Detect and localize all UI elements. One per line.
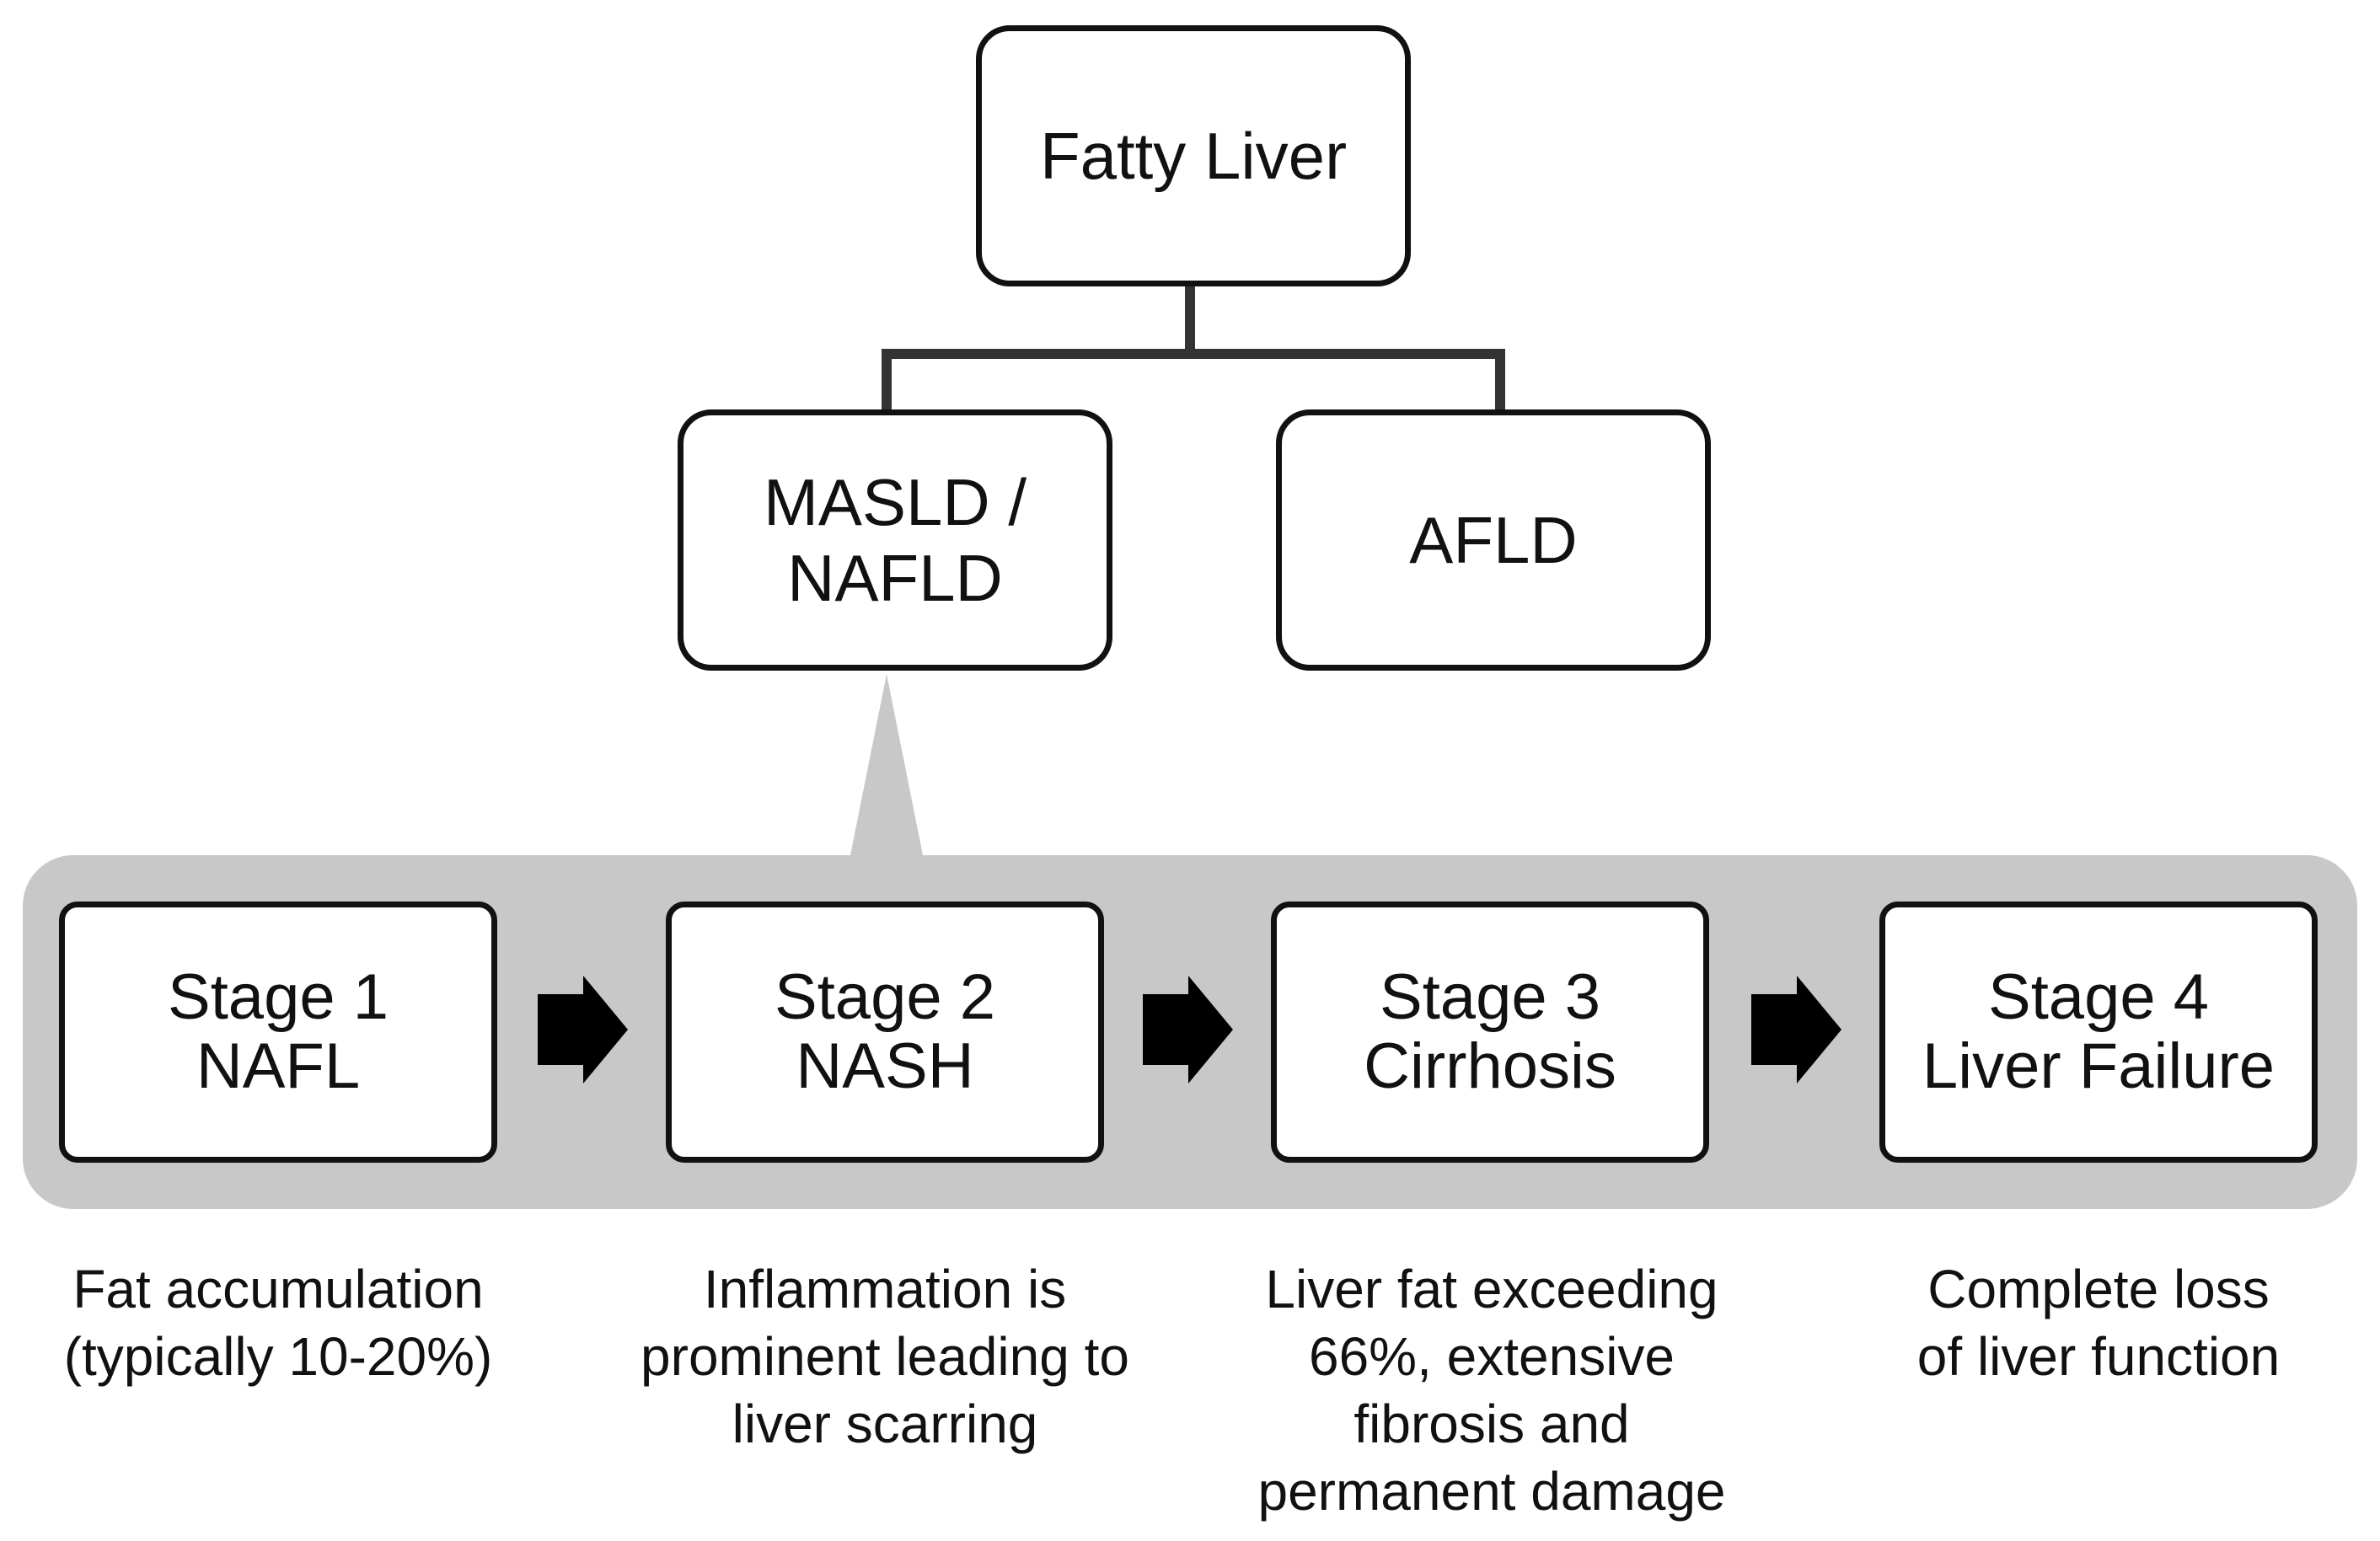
stage-name: Liver Failure [1922, 1030, 2275, 1102]
category-node-label: MASLD / NAFLD [763, 465, 1027, 615]
category-node-masld-nafld: MASLD / NAFLD [678, 409, 1112, 671]
callout-pointer [850, 674, 924, 859]
stage-title: Stage 1 [168, 961, 389, 1033]
progression-arrows [538, 976, 1841, 1084]
stage-box-1: Stage 1 NAFL [59, 902, 497, 1163]
stage-name: NASH [796, 1030, 974, 1102]
arrow-right-icon [1751, 976, 1841, 1084]
stage-1-description: Fat accumulation (typically 10-20%) [63, 1259, 493, 1387]
category-node-afld: AFLD [1276, 409, 1711, 671]
stage-box-2: Stage 2 NASH [666, 902, 1104, 1163]
stage-name: Cirrhosis [1364, 1030, 1616, 1102]
category-node-label: AFLD [1409, 503, 1578, 577]
stage-2-description: Inflammation is prominent leading to liv… [641, 1259, 1129, 1454]
root-node-fatty-liver: Fatty Liver [976, 25, 1411, 286]
stage-box-3: Stage 3 Cirrhosis [1271, 902, 1709, 1163]
arrow-right-icon [538, 976, 628, 1084]
tree-connector [882, 285, 1505, 409]
stage-4-description: Complete loss of liver function [1916, 1259, 2281, 1387]
stage-box-4: Stage 4 Liver Failure [1879, 902, 2318, 1163]
arrow-right-icon [1143, 976, 1233, 1084]
root-node-label: Fatty Liver [1039, 119, 1348, 193]
stage-title: Stage 2 [775, 961, 995, 1033]
stage-3-description: Liver fat exceeding 66%, extensive fibro… [1257, 1259, 1726, 1522]
stage-title: Stage 3 [1380, 961, 1600, 1033]
stage-title: Stage 4 [1988, 961, 2209, 1033]
stage-name: NAFL [196, 1030, 361, 1102]
